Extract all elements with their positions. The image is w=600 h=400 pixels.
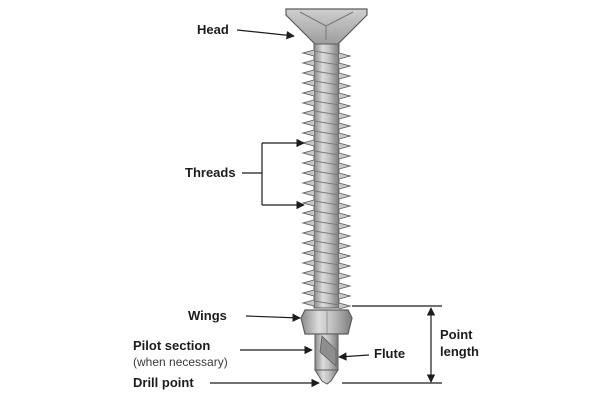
thread-helix-line — [313, 140, 340, 146]
screw-flute — [319, 335, 337, 367]
thread-crest — [301, 119, 352, 130]
thread-helix-line — [313, 240, 340, 246]
screw-drill-point — [314, 369, 339, 385]
thread-helix-line — [313, 110, 340, 116]
thread-helix-line — [313, 210, 340, 216]
screw-wings — [300, 309, 353, 335]
thread-crest — [301, 169, 352, 180]
thread-helix-line — [313, 300, 340, 306]
flute-pointer-arrow — [338, 352, 370, 361]
thread-helix-line — [313, 120, 340, 126]
thread-crest — [301, 279, 352, 290]
thread-helix-line — [313, 190, 340, 196]
thread-helix-line — [313, 250, 340, 256]
thread-helix-line — [313, 290, 340, 296]
label-drill-point: Drill point — [133, 375, 194, 390]
thread-helix-line — [313, 160, 340, 166]
label-pilot-note: (when necessary) — [133, 355, 228, 369]
label-flute: Flute — [374, 346, 405, 361]
label-point-length-line1: Point — [440, 327, 473, 342]
head-recess-icon — [299, 11, 354, 40]
thread-crest — [301, 69, 352, 80]
thread-crest — [301, 49, 352, 60]
thread-helix-line — [313, 280, 340, 286]
thread-crest — [301, 259, 352, 270]
label-threads: Threads — [185, 165, 236, 180]
thread-crest — [301, 189, 352, 200]
thread-crest — [301, 179, 352, 190]
thread-crest — [301, 299, 352, 310]
thread-helix-line — [313, 70, 340, 76]
thread-helix-line — [313, 100, 340, 106]
thread-helix-line — [313, 60, 340, 66]
label-wings: Wings — [188, 308, 227, 323]
thread-helix-line — [313, 80, 340, 86]
label-head: Head — [197, 22, 229, 37]
thread-crest — [301, 239, 352, 250]
label-pilot-section: Pilot section — [133, 338, 210, 353]
point-length-dimension — [342, 305, 442, 384]
thread-crest — [301, 129, 352, 140]
thread-helix-line — [313, 200, 340, 206]
thread-helix-line — [313, 260, 340, 266]
threads-bracket — [242, 138, 305, 210]
thread-crest — [301, 149, 352, 160]
thread-helix-line — [313, 230, 340, 236]
thread-crest — [301, 159, 352, 170]
thread-crest — [301, 109, 352, 120]
thread-crest — [301, 269, 352, 280]
thread-helix-line — [313, 170, 340, 176]
wings-pointer-arrow — [245, 313, 301, 322]
thread-helix-line — [313, 50, 340, 56]
thread-crest — [301, 249, 352, 260]
thread-helix-line — [313, 220, 340, 226]
thread-crest — [301, 99, 352, 110]
thread-crest — [301, 219, 352, 230]
thread-helix-line — [313, 270, 340, 276]
thread-crest — [301, 59, 352, 70]
thread-crest — [301, 79, 352, 90]
screw-illustration — [285, 8, 368, 385]
head-pointer-arrow — [236, 29, 295, 40]
thread-crest — [301, 289, 352, 300]
thread-crest — [301, 209, 352, 220]
thread-helix-line — [313, 130, 340, 136]
thread-crest — [301, 89, 352, 100]
thread-helix-line — [313, 150, 340, 156]
thread-helix-line — [313, 90, 340, 96]
thread-crest — [301, 229, 352, 240]
screw-shank — [313, 43, 340, 309]
thread-helix-line — [313, 180, 340, 186]
label-point-length-line2: length — [440, 344, 479, 359]
